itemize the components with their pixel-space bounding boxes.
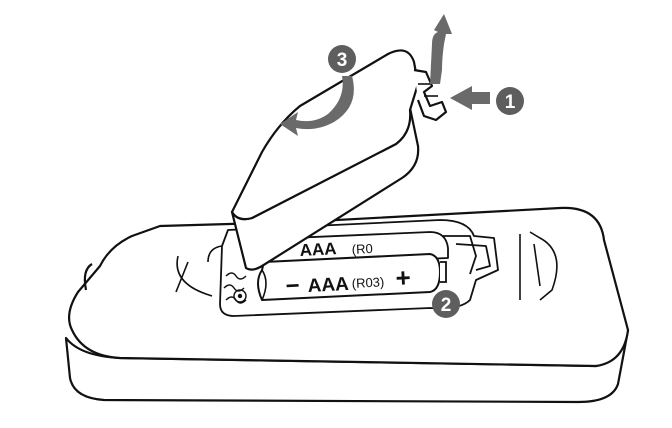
battery-front-plus: +	[395, 262, 412, 293]
step-badge-1: 1	[496, 87, 524, 115]
battery-front: − AAA (R03) +	[258, 254, 446, 300]
battery-front-code: (R03)	[351, 274, 384, 291]
battery-back-code: (R0	[351, 241, 373, 257]
press-latch-arrow	[450, 86, 490, 110]
step-3-number: 3	[337, 50, 348, 71]
step-2-number: 2	[441, 295, 452, 316]
battery-front-label: AAA	[307, 274, 349, 297]
battery-front-minus: −	[285, 272, 300, 300]
lift-up-arrow	[430, 14, 452, 84]
step-badge-3: 3	[328, 45, 356, 73]
step-1-number: 1	[505, 92, 516, 113]
battery-back-label: AAA	[299, 239, 337, 260]
step-badge-2: 2	[432, 290, 460, 318]
